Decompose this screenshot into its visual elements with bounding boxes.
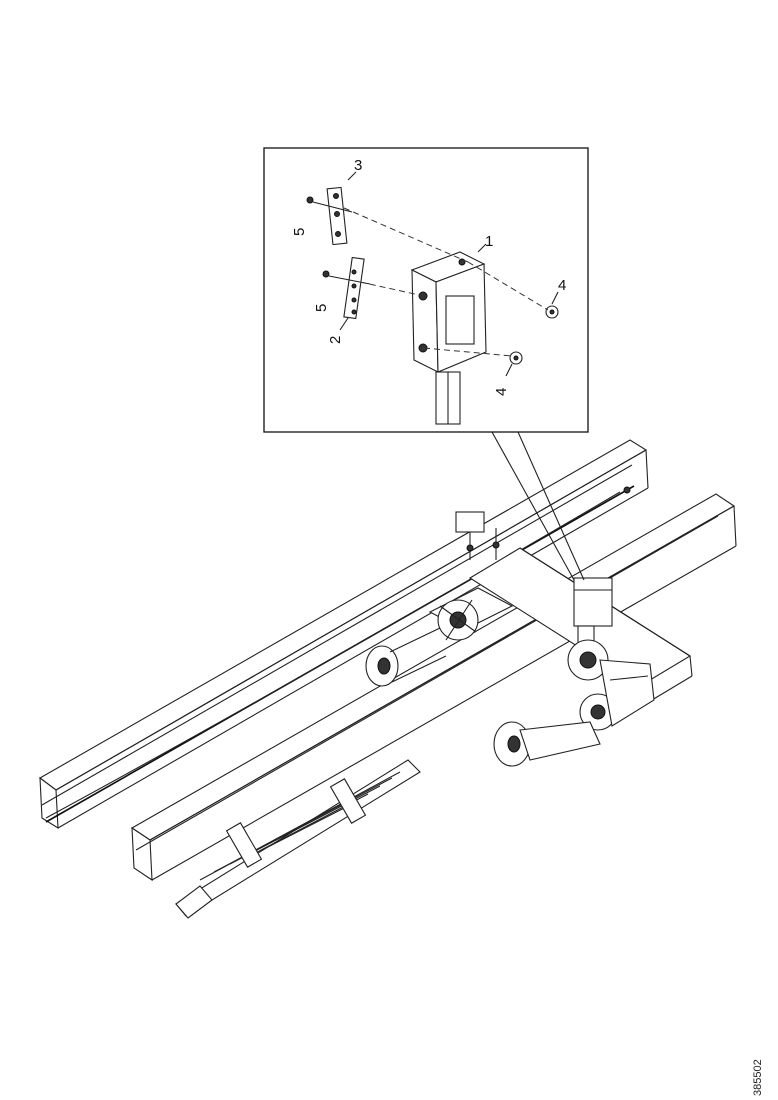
inset-leader-1 [491, 431, 575, 581]
leader-4b [505, 363, 513, 377]
figure-id: 385502 [752, 1059, 764, 1096]
assembly-line-1 [343, 207, 469, 263]
spring-hanger-left [428, 587, 514, 641]
callout-4-upper: 4 [558, 277, 566, 294]
leaf-spring [175, 759, 421, 919]
leader-1 [477, 243, 487, 253]
callout-4-lower: 4 [493, 388, 510, 396]
brake-line [45, 485, 635, 823]
mounting-plate [343, 256, 365, 320]
chassis-assembly [39, 439, 737, 919]
leader-4a [551, 291, 559, 305]
callout-5-upper: 5 [291, 228, 308, 236]
leader-2 [339, 317, 349, 331]
bracket-part [326, 186, 348, 246]
callout-5-lower: 5 [313, 304, 330, 312]
assembly-line-3 [359, 281, 425, 297]
screw-upper [306, 196, 353, 213]
nut-upper [545, 305, 559, 319]
front-bracket [455, 511, 500, 560]
inset-leader-2 [517, 431, 585, 581]
nut-lower [509, 351, 523, 365]
frame-rail-left [39, 439, 649, 830]
callout-3: 3 [354, 157, 362, 174]
callout-1: 1 [485, 233, 493, 250]
callout-2: 2 [327, 336, 344, 344]
assembly-line-2 [467, 261, 549, 311]
rear-roller [493, 721, 601, 767]
housing-part [410, 251, 487, 425]
leader-3 [347, 171, 357, 181]
rear-spring-assembly [567, 577, 655, 731]
bushing-left [365, 627, 447, 687]
assembly-line-4 [423, 347, 513, 357]
detail-inset: 1 2 3 4 4 5 5 [263, 147, 589, 581]
